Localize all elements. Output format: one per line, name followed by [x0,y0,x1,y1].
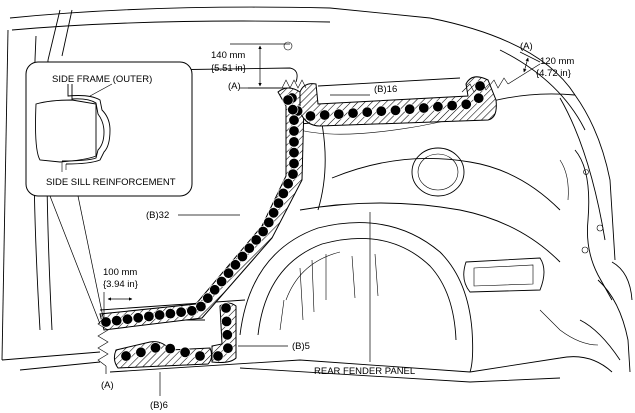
cut-line-bottom [97,317,109,374]
dimension-120mm [519,51,541,73]
weld-spot-b32-20 [216,275,228,287]
weld-spot-b6-4 [164,343,176,355]
weld-spot-b16-15 [473,92,485,104]
weld-spot-b32-4 [288,125,300,137]
weld-spots-b32 [100,94,300,328]
cut-line-top [248,79,307,89]
weld-spot-b32-12 [268,207,280,219]
weld-spot-b32-30 [122,313,134,325]
weld-spots-b6 [120,342,206,362]
weld-spot-b16-7 [361,106,373,118]
weld-spot-b6-2 [135,346,147,358]
cut-label-a-bottom: (A) [101,380,114,391]
weld-spot-b5-3 [221,329,233,341]
weld-spot-b32-11 [272,197,284,209]
weld-spot-b32-15 [250,234,262,246]
weld-spot-b32-24 [186,305,198,317]
cut-label-a-right: (A) [520,41,533,52]
weld-spot-b5-4 [222,342,234,354]
weld-spot-b6-3 [150,342,162,354]
weld-spot-b32-1 [282,94,294,106]
dimension-140mm [230,43,290,89]
side-frame-outer-label: SIDE FRAME (OUTER) [52,74,152,85]
weld-spot-b32-2 [287,104,299,116]
weld-spot-b6-5 [179,346,191,358]
weld-spot-b32-8 [287,168,299,180]
side-sill-reinforcement-label: SIDE SILL REINFORCEMENT [46,177,176,188]
cut-line-right [461,63,541,93]
weld-spot-b6-6 [194,350,206,362]
weld-spots-b5 [212,302,234,362]
weld-spot-b16-6 [347,107,359,119]
weld-spot-b32-21 [209,284,221,296]
weld-spot-b32-7 [288,158,300,170]
weld-spot-b32-19 [223,267,235,279]
weld-spot-b32-28 [143,310,155,322]
weld-spot-b32-10 [277,187,289,199]
weld-label-b32: (B)32 [146,210,169,221]
weld-spot-b16-5 [333,108,345,120]
dimension-120mm-inch-label: {4.72 in} [536,68,571,79]
weld-spot-b16-12 [432,101,444,113]
weld-spot-b32-26 [164,308,176,320]
weld-spot-b5-2 [221,315,233,327]
weld-label-b16: (B)16 [374,84,397,95]
weld-spot-b32-17 [236,251,248,263]
weld-spot-b32-27 [154,309,166,321]
dimension-100mm [103,292,133,318]
weld-spot-b32-16 [243,242,255,254]
weld-spot-b16-16 [474,80,486,92]
dimension-140mm-label: 140 mm [211,50,245,61]
weld-spot-b32-9 [282,178,294,190]
weld-spot-b32-18 [229,259,241,271]
weld-spot-b32-6 [288,147,300,159]
weld-spot-b32-14 [257,226,269,238]
weld-spot-b32-25 [175,306,187,318]
weld-spot-b32-31 [111,315,123,327]
weld-spot-b16-9 [389,104,401,116]
weld-spot-b16-11 [418,102,430,114]
weld-label-b6: (B)6 [150,400,168,411]
weld-spot-b16-14 [460,98,472,110]
weld-spot-b32-5 [288,136,300,148]
dimension-120mm-label: 120 mm [540,56,574,67]
weld-spot-b32-23 [195,300,207,312]
weld-spot-b6-1 [120,350,132,362]
cut-label-a-top: (A) [228,81,241,92]
dimension-100mm-inch-label: {3.94 in} [103,279,138,290]
weld-spot-b5-1 [220,302,232,314]
weld-spot-b16-3 [304,110,316,122]
weld-spot-b5-5 [212,350,224,362]
dimension-140mm-inch-label: {5.51 in} [211,63,246,74]
dimension-100mm-label: 100 mm [103,267,137,278]
weld-spot-b32-22 [202,292,214,304]
weld-spot-b16-10 [404,103,416,115]
weld-spot-b32-13 [263,216,275,228]
weld-spot-b32-3 [288,114,300,126]
weld-spot-b16-13 [446,100,458,112]
weld-spot-b16-4 [319,109,331,121]
rear-fender-panel-label: REAR FENDER PANEL [314,366,415,377]
weld-spot-b32-32 [100,316,112,328]
weld-spot-b32-29 [132,312,144,324]
weld-label-b5: (B)5 [292,341,310,352]
cross-section-callout [25,61,193,325]
weld-spot-b16-8 [375,105,387,117]
